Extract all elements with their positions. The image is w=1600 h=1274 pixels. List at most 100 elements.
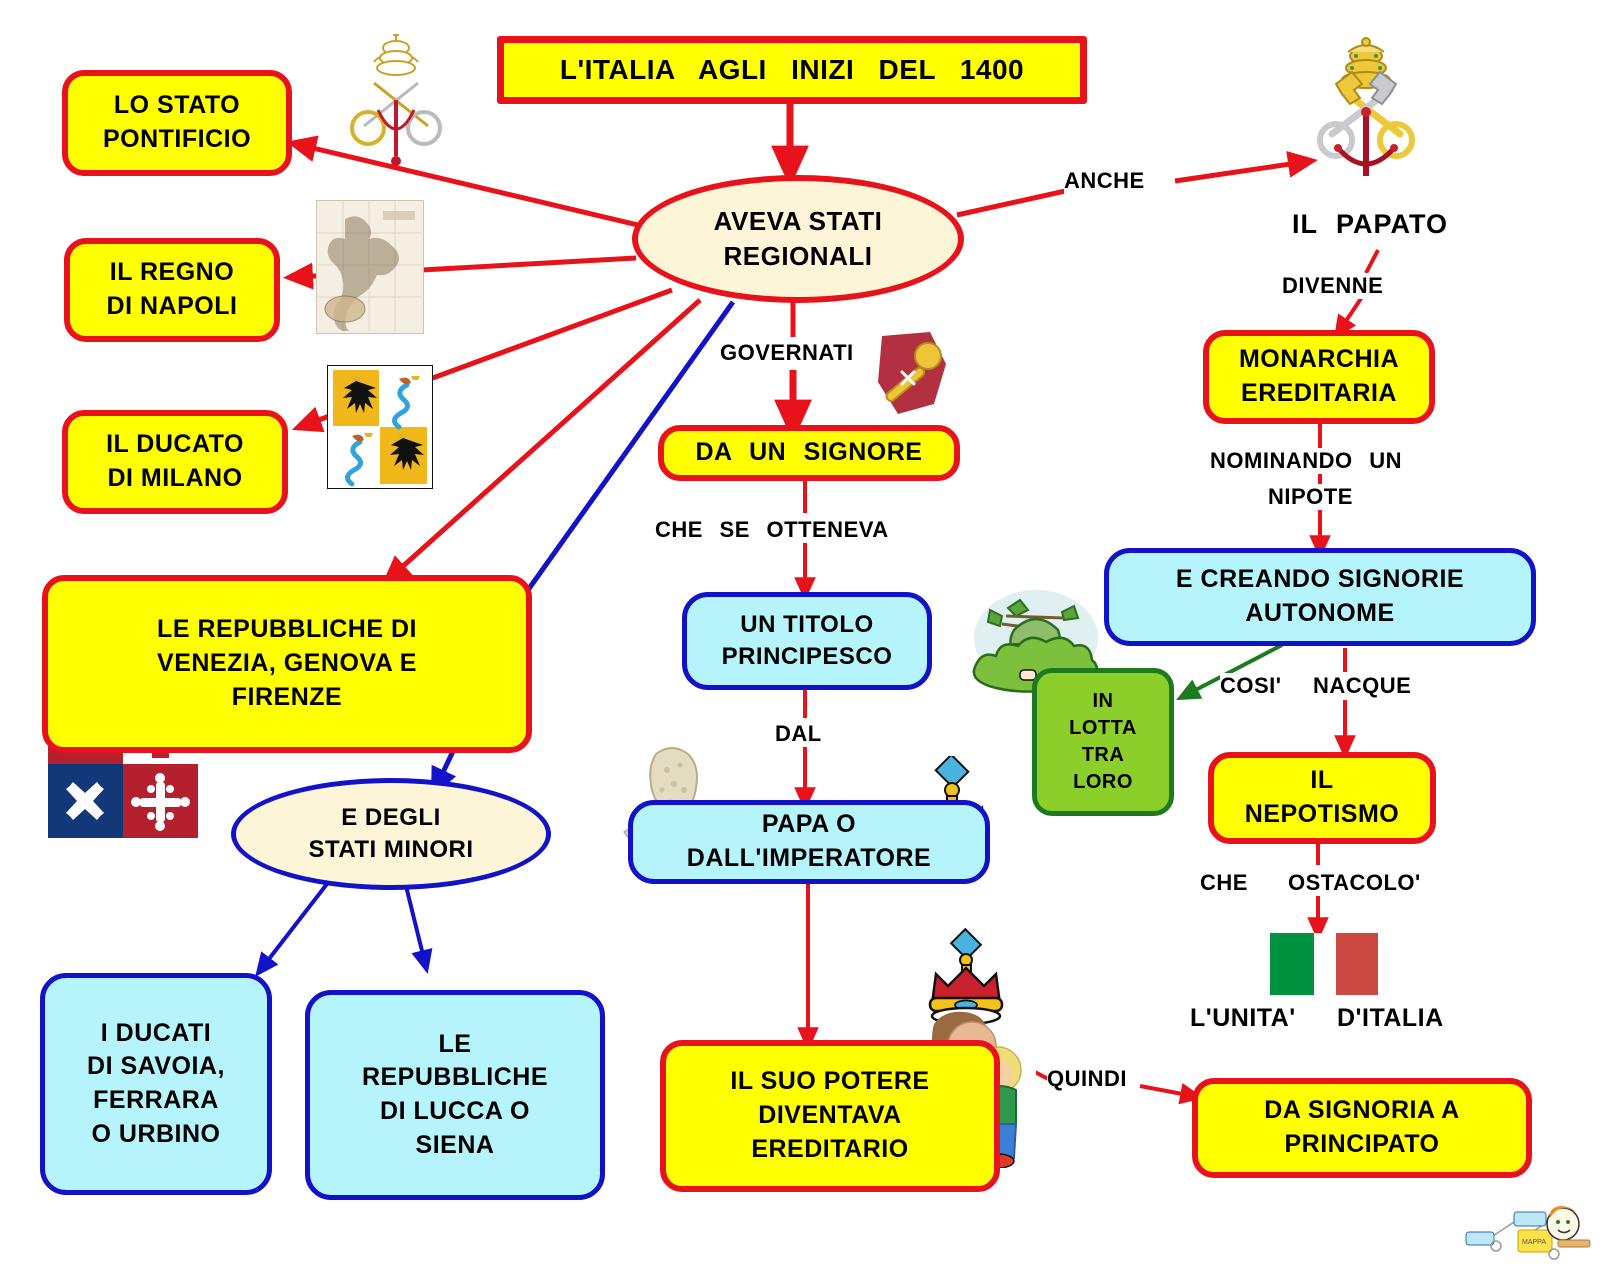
link-label-nominando-un: NOMINANDO UN	[1210, 448, 1402, 475]
node-root-line-2: REGIONALI	[723, 241, 873, 271]
link-label-che-se-otteneva: CHE SE OTTENEVA	[655, 517, 889, 544]
node-in-lotta-line-2: LOTTA	[1069, 717, 1137, 739]
link-label-che: CHE	[1200, 870, 1248, 897]
node-ducati-line-1: I DUCATI	[100, 1018, 212, 1047]
node-repubbliche-minori-line-2: REPUBBLICHE	[361, 1063, 549, 1092]
node-papa-o-dallimperatore: PAPA O DALL'IMPERATORE	[628, 800, 990, 884]
node-titolo-line-1: UN TITOLO	[740, 610, 874, 638]
node-root-line-1: AVEVA STATI	[713, 205, 883, 236]
link-label-quindi: QUINDI	[1047, 1066, 1127, 1093]
visconti-coat-of-arms-icon	[327, 365, 433, 489]
edge-papato-to-divenne	[1364, 249, 1380, 274]
node-da-signoria-line-1: DA SIGNORIA A	[1264, 1096, 1460, 1125]
link-label-ostacolo-text: OSTACOLO'	[1288, 870, 1421, 895]
link-label-che-se-otteneva-text: CHE SE OTTENEVA	[655, 517, 889, 542]
edge-quindi-to-signoria	[1139, 1083, 1205, 1105]
node-da-signoria-line-2: PRINCIPATO	[1284, 1130, 1440, 1158]
flag-caption-ditalia: D'ITALIA	[1337, 1003, 1444, 1033]
link-label-governati-text: GOVERNATI	[720, 340, 854, 365]
node-repubbliche-line-1: LE REPUBBLICHE DI	[157, 615, 417, 644]
node-nepotismo-line-2: NEPOTISMO	[1244, 800, 1400, 828]
node-repubbliche-line-3: FIRENZE	[231, 682, 343, 711]
node-repubbliche-minori-line-3: DI LUCCA O	[380, 1097, 530, 1125]
italian-flag-white-stripe	[1314, 933, 1336, 995]
node-il-papato-text: IL PAPATO	[1292, 209, 1449, 239]
link-label-nacque: NACQUE	[1313, 673, 1412, 700]
node-in-lotta-tra-loro: IN LOTTA TRA LORO	[1032, 668, 1174, 816]
node-stati-minori-line-1: E DEGLI	[341, 803, 441, 831]
node-stato-pontificio: LO STATO PONTIFICIO	[62, 70, 292, 176]
flag-caption-ditalia-text: D'ITALIA	[1337, 1004, 1444, 1032]
node-repubbliche-venezia-genova-firenze: LE REPUBBLICHE DI VENEZIA, GENOVA E FIRE…	[42, 575, 532, 753]
link-label-anche: ANCHE	[1064, 168, 1145, 195]
link-label-nipote: NIPOTE	[1268, 484, 1353, 511]
link-label-divenne-text: DIVENNE	[1282, 273, 1384, 298]
node-monarchia-ereditaria: MONARCHIA EREDITARIA	[1203, 330, 1435, 424]
italian-flag-green-stripe	[1270, 933, 1314, 995]
node-ducati-savoia-ferrara-urbino: I DUCATI DI SAVOIA, FERRARA O URBINO	[40, 973, 272, 1195]
node-monarchia-line-2: EREDITARIA	[1241, 379, 1397, 407]
link-label-che-text: CHE	[1200, 870, 1248, 895]
link-label-dal-text: DAL	[775, 721, 822, 746]
node-il-nepotismo: IL NEPOTISMO	[1208, 752, 1436, 844]
link-label-cosi: COSI'	[1220, 673, 1282, 700]
node-ducato-di-milano-line-1: IL DUCATO	[106, 430, 244, 459]
edge-minori-to-repubbliche-minori	[403, 881, 433, 974]
red-shield-with-golden-scepter-icon	[878, 332, 946, 414]
flag-caption-unita: L'UNITA'	[1190, 1003, 1296, 1033]
node-il-papato: IL PAPATO	[1292, 209, 1448, 240]
node-repubbliche-line-2: VENEZIA, GENOVA E	[157, 649, 417, 678]
papal-keys-emblem-icon	[350, 34, 442, 166]
node-ducati-line-2: DI SAVOIA,	[87, 1052, 225, 1081]
node-in-lotta-line-4: LORO	[1073, 771, 1133, 793]
node-regno-di-napoli-line-2: DI NAPOLI	[106, 292, 238, 320]
node-repubbliche-lucca-siena: LE REPUBBLICHE DI LUCCA O SIENA	[305, 990, 605, 1200]
node-da-un-signore-text: DA UN SIGNORE	[695, 438, 923, 467]
node-repubbliche-minori-line-4: SIENA	[415, 1130, 495, 1159]
node-signorie-line-2: AUTONOME	[1245, 599, 1395, 627]
node-ducato-di-milano: IL DUCATO DI MILANO	[62, 410, 288, 514]
node-regno-di-napoli-line-1: IL REGNO	[109, 258, 235, 287]
antique-map-of-southern-italy-image	[316, 200, 424, 334]
italian-flag-red-stripe	[1336, 933, 1378, 995]
edge-root-to-repubbliche	[381, 298, 702, 586]
node-potere-ereditario: IL SUO POTERE DIVENTAVA EREDITARIO	[660, 1040, 1000, 1192]
svg-text:MAPPA: MAPPA	[1522, 1239, 1546, 1246]
flag-caption-unita-text: L'UNITA'	[1190, 1004, 1296, 1032]
node-un-titolo-principesco: UN TITOLO PRINCIPESCO	[682, 592, 932, 690]
edge-minori-to-ducati	[255, 878, 332, 977]
node-signorie-line-1: E CREANDO SIGNORIE	[1175, 565, 1465, 594]
link-label-anche-text: ANCHE	[1064, 168, 1145, 193]
node-stato-pontificio-line-1: LO STATO	[113, 91, 241, 120]
edge-divenne-to-monarchia	[1333, 295, 1364, 340]
node-da-un-signore: DA UN SIGNORE	[658, 425, 960, 481]
node-in-lotta-line-1: IN	[1092, 690, 1114, 712]
node-regno-di-napoli: IL REGNO DI NAPOLI	[64, 238, 280, 342]
link-label-ostacolo: OSTACOLO'	[1288, 870, 1421, 897]
node-signorie-autonome: E CREANDO SIGNORIE AUTONOME	[1104, 548, 1536, 646]
node-titolo-line-2: PRINCIPESCO	[721, 643, 893, 670]
node-monarchia-line-1: MONARCHIA	[1238, 345, 1400, 374]
link-label-quindi-text: QUINDI	[1047, 1066, 1127, 1091]
node-papa-line-1: PAPA O	[761, 810, 857, 839]
map-title: L'ITALIA AGLI INIZI DEL 1400	[497, 36, 1087, 104]
map-title-text: L'ITALIA AGLI INIZI DEL 1400	[559, 54, 1025, 86]
node-root-aveva-stati-regionali: AVEVA STATI REGIONALI	[632, 175, 964, 303]
node-ducati-line-3: FERRARA	[93, 1086, 219, 1114]
papal-keys-emblem-color-icon	[1317, 37, 1415, 176]
node-e-degli-stati-minori: E DEGLI STATI MINORI	[231, 778, 551, 890]
node-in-lotta-line-3: TRA	[1081, 744, 1125, 766]
node-potere-line-3: EREDITARIO	[751, 1134, 909, 1163]
node-potere-line-1: IL SUO POTERE	[730, 1067, 930, 1096]
node-stati-minori-line-2: STATI MINORI	[308, 836, 474, 863]
edge-anche-to-papato	[1174, 150, 1318, 184]
node-da-signoria-a-principato: DA SIGNORIA A PRINCIPATO	[1192, 1078, 1532, 1178]
node-nepotismo-line-1: IL	[1310, 766, 1334, 795]
node-ducati-line-4: O URBINO	[91, 1119, 221, 1148]
link-label-dal: DAL	[775, 721, 822, 748]
node-ducato-di-milano-line-2: DI MILANO	[107, 464, 243, 492]
link-label-cosi-text: COSI'	[1220, 673, 1282, 698]
concept-map-character-watermark-icon: MAPPA	[1465, 1206, 1591, 1260]
link-label-divenne: DIVENNE	[1282, 273, 1384, 300]
